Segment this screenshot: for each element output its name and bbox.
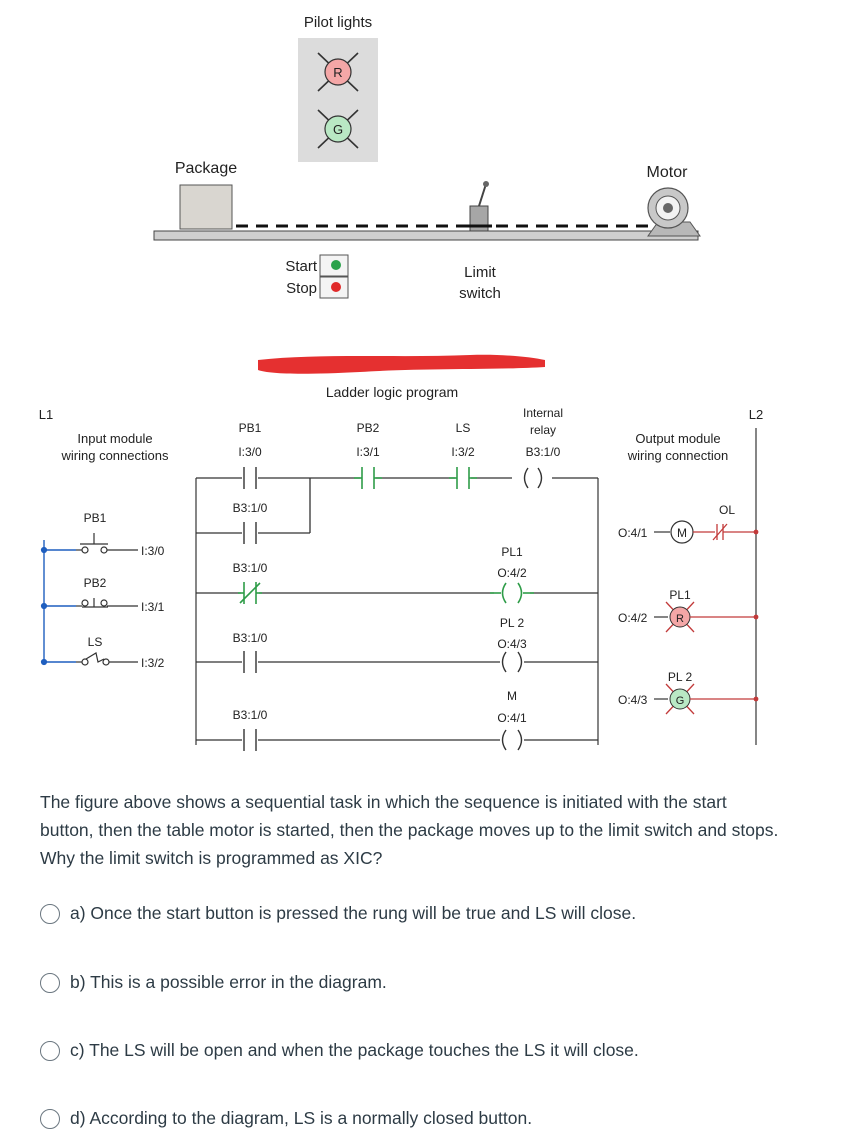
output-o42-address: O:4/2 xyxy=(618,611,648,625)
output-node-3 xyxy=(753,696,759,702)
rung3-contact-address: B3:1/0 xyxy=(233,631,268,645)
ladder-program-title: Ladder logic program xyxy=(326,384,458,400)
output-node-1 xyxy=(753,529,759,535)
question-text: The figure above shows a sequential task… xyxy=(40,792,779,868)
rung1-pb1-address: I:3/0 xyxy=(238,445,262,459)
output-pl1-lamp: R xyxy=(665,601,695,633)
rung4-xic-contact xyxy=(243,729,257,751)
rung1-relay-label-1: Internal xyxy=(523,406,563,420)
motor-label: Motor xyxy=(647,164,689,181)
input-pb1-address: I:3/0 xyxy=(141,544,165,558)
rung3-coil-address: O:4/3 xyxy=(497,637,527,651)
rung2-coil-name: PL1 xyxy=(501,545,523,559)
pilot-lights-label: Pilot lights xyxy=(304,14,372,31)
package-box xyxy=(179,184,233,230)
input-devices xyxy=(76,533,138,666)
answer-option-b[interactable]: b) This is a possible error in the diagr… xyxy=(40,972,387,993)
rung4-contact-gap xyxy=(242,728,258,754)
limit-switch-device xyxy=(466,181,492,232)
input-wiring xyxy=(40,540,76,666)
output-o43-address: O:4/3 xyxy=(618,693,648,707)
limit-label-line1: Limit xyxy=(464,264,497,281)
radio-d[interactable] xyxy=(40,1108,60,1129)
output-pl1-letter: R xyxy=(676,613,684,625)
option-d-label: d) According to the diagram, LS is a nor… xyxy=(70,1108,533,1128)
rung4-contact-address: B3:1/0 xyxy=(233,708,268,722)
radio-a[interactable] xyxy=(40,903,60,924)
output-module-label-1: Output module xyxy=(635,431,720,446)
output-ol-label: OL xyxy=(719,503,735,517)
red-pilot-lamp: R xyxy=(317,52,359,92)
rung1-ls-address: I:3/2 xyxy=(451,445,475,459)
input-pb2-address: I:3/1 xyxy=(141,600,165,614)
input-module-label-2: wiring connections xyxy=(61,448,169,463)
option-b-label: b) This is a possible error in the diagr… xyxy=(70,972,387,992)
rung1-ls-name: LS xyxy=(456,421,471,435)
rung1-pb2-xic-contact xyxy=(354,467,382,489)
output-pl2-letter: G xyxy=(676,695,685,707)
input-ls-address: I:3/2 xyxy=(141,656,165,670)
input-module-label-1: Input module xyxy=(77,431,152,446)
rung4-motor-coil xyxy=(501,729,523,751)
overload-contact-symbol xyxy=(693,523,756,541)
green-lamp-letter: G xyxy=(333,122,343,137)
rung1-seal-address: B3:1/0 xyxy=(233,501,268,515)
rung1-ls-xic-contact xyxy=(449,467,477,489)
answer-option-d[interactable]: d) According to the diagram, LS is a nor… xyxy=(40,1108,532,1129)
rung2-coil-address: O:4/2 xyxy=(497,566,527,580)
rung2-contact-address: B3:1/0 xyxy=(233,561,268,575)
conveyor-table xyxy=(153,230,699,241)
stop-button-red xyxy=(331,282,341,292)
input-pb2-name: PB2 xyxy=(84,576,107,590)
ladder-diagram-figure: Pilot lights R G Package Limit switch Mo… xyxy=(38,14,764,754)
start-button-green xyxy=(331,260,341,270)
rung2-pl1-coil xyxy=(490,582,534,604)
motor-icon xyxy=(647,187,701,237)
rung1-relay-coil xyxy=(523,467,543,489)
output-pl2-lamp: G xyxy=(665,683,695,715)
output-node-2 xyxy=(753,614,759,620)
output-module-label-2: wiring connection xyxy=(627,448,728,463)
option-c-label: c) The LS will be open and when the pack… xyxy=(70,1040,639,1060)
rung1-relay-address: B3:1/0 xyxy=(526,445,561,459)
rung1-pb2-name: PB2 xyxy=(357,421,380,435)
input-ls-name: LS xyxy=(88,635,103,649)
answer-option-c[interactable]: c) The LS will be open and when the pack… xyxy=(40,1040,639,1061)
radio-c[interactable] xyxy=(40,1040,60,1061)
rung4-coil-gap xyxy=(500,729,524,751)
red-lamp-letter: R xyxy=(333,65,342,80)
input-pb1-name: PB1 xyxy=(84,511,107,525)
rail-label-l2: L2 xyxy=(749,407,763,422)
rung1-seal-xic-contact xyxy=(243,522,257,544)
answer-option-a[interactable]: a) Once the start button is pressed the … xyxy=(40,903,636,924)
rung3-coil-name: PL 2 xyxy=(500,616,525,630)
rung3-contact-gap xyxy=(242,650,258,676)
rung-1-wires xyxy=(196,477,598,534)
rung1-pb2-address: I:3/1 xyxy=(356,445,380,459)
rung3-coil-gap xyxy=(500,651,524,673)
rail-label-l1: L1 xyxy=(39,407,53,422)
rung3-xic-contact xyxy=(243,651,257,673)
rung1-pb1-name: PB1 xyxy=(239,421,262,435)
rung1-pb1-xic-contact xyxy=(243,467,257,489)
rung1-relay-label-2: relay xyxy=(530,423,556,437)
rung2-xio-contact xyxy=(238,582,262,604)
option-a-label: a) Once the start button is pressed the … xyxy=(70,903,637,923)
green-pilot-lamp: G xyxy=(317,109,359,149)
rung4-coil-name: M xyxy=(507,689,517,703)
start-label: Start xyxy=(285,258,318,275)
output-pl2-name: PL 2 xyxy=(668,670,693,684)
rung4-coil-address: O:4/1 xyxy=(497,711,527,725)
limit-label-line2: switch xyxy=(459,285,501,302)
output-o41-address: O:4/1 xyxy=(618,526,648,540)
package-label: Package xyxy=(175,160,237,177)
redaction-mark xyxy=(258,354,545,374)
output-pl1-name: PL1 xyxy=(669,588,691,602)
pilot-light-panel xyxy=(298,38,378,162)
stop-label: Stop xyxy=(286,280,317,297)
radio-b[interactable] xyxy=(40,972,60,993)
output-motor-letter: M xyxy=(677,526,687,540)
rung3-pl2-coil xyxy=(501,651,523,673)
